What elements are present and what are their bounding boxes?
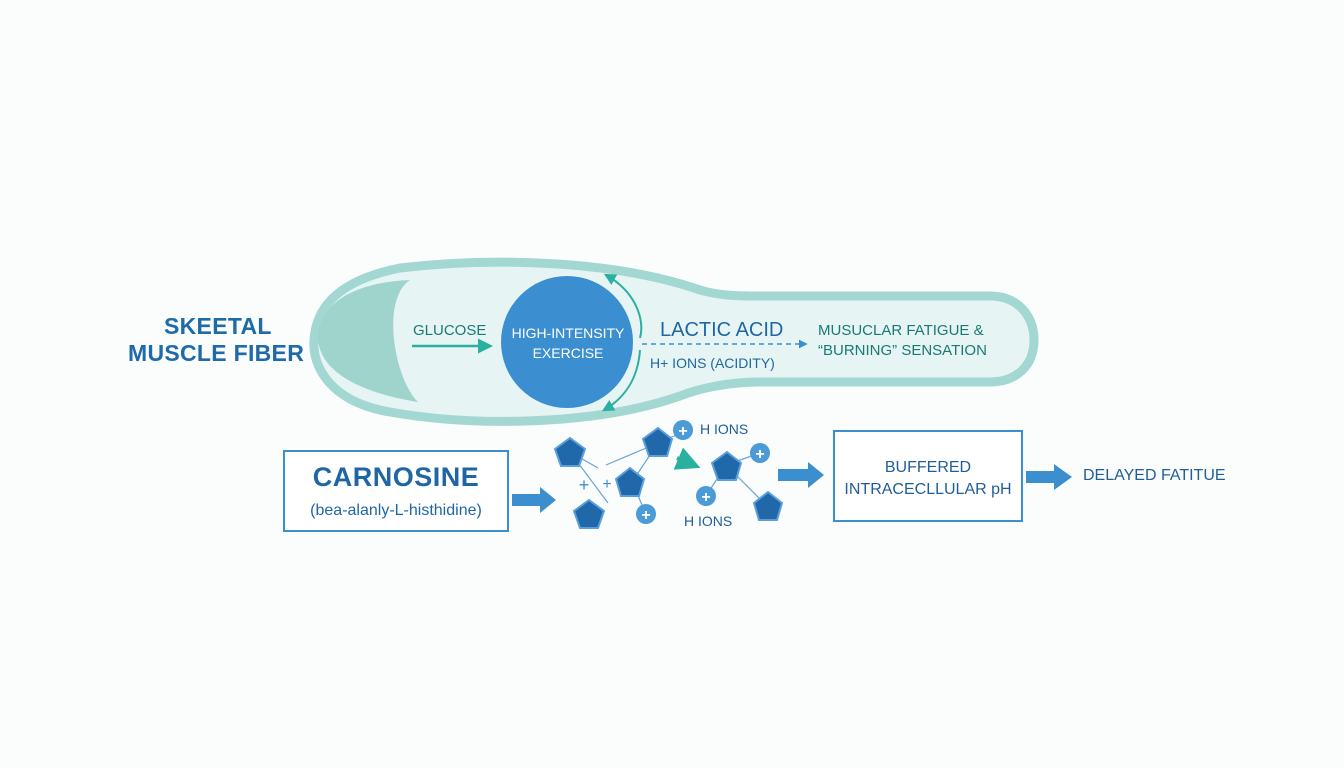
exercise-circle [501, 276, 633, 408]
h-ion-2 [750, 443, 770, 463]
buffered-ph-box: BUFFERED INTRACECLLULAR pH [833, 430, 1023, 522]
molecule-pentagon-5 [710, 450, 743, 481]
h-ion-plus-signs: + + + + [641, 423, 764, 524]
fiber-title-line2: MUSCLE FIBER [128, 340, 305, 366]
free-plus-1: + [579, 475, 590, 495]
molecule-pentagon-4 [572, 498, 606, 529]
h-ions-top-label: H IONS [700, 421, 748, 437]
molecule-network: + + + + + + [553, 420, 784, 529]
molecule-pentagon-6 [752, 490, 784, 521]
glucose-label: GLUCOSE [413, 322, 486, 339]
free-plus-2: + [602, 476, 611, 493]
h-ion-1 [673, 420, 693, 440]
carnosine-title: CARNOSINE [312, 462, 480, 492]
fatigue-label-line1: MUSUCLAR FATIGUE & [818, 322, 984, 339]
h-ion-3 [696, 486, 716, 506]
molecule-pentagon-3 [614, 466, 646, 497]
fiber-title-line1: SKEETAL [164, 313, 272, 339]
arrow-ph-to-delayed [1026, 464, 1072, 490]
h-ion-circles [636, 420, 770, 524]
curved-arrow-bottom [601, 349, 641, 412]
exercise-label-line1: HIGH-INTENSITY [512, 325, 625, 341]
ion-plus-3: + [701, 489, 710, 506]
ion-plus-2: + [755, 446, 764, 463]
reaction-arrow [673, 447, 701, 470]
arrow-carnosine-to-molecules [512, 487, 556, 513]
h-ion-4 [636, 504, 656, 524]
lactic-acid-label: LACTIC ACID [660, 319, 783, 341]
arrow-molecules-to-ph [778, 462, 824, 488]
buffered-label-line1: BUFFERED [884, 459, 972, 476]
carnosine-box: CARNOSINE (bea-alanly-L-histhidine) [283, 450, 509, 532]
buffered-label-line2: INTRACECLLULAR pH [844, 481, 1012, 498]
carnosine-subtitle: (bea-alanly-L-histhidine) [310, 502, 482, 519]
molecule-pentagon-2 [641, 426, 674, 457]
ion-plus-4: + [641, 507, 650, 524]
ion-plus-1: + [678, 423, 687, 440]
curved-arrow-top [603, 273, 643, 339]
fatigue-label-line2: “BURNING” SENSATION [818, 342, 987, 359]
h-ions-bottom-label: H IONS [684, 513, 732, 529]
molecule-pentagon-1 [553, 436, 587, 467]
h-ions-acidity-label: H+ IONS (ACIDITY) [650, 355, 775, 371]
exercise-label-line2: EXERCISE [533, 345, 604, 361]
delayed-fatigue-label: DELAYED FATITUE [1083, 467, 1226, 484]
muscle-fiber-shape [309, 257, 1039, 426]
